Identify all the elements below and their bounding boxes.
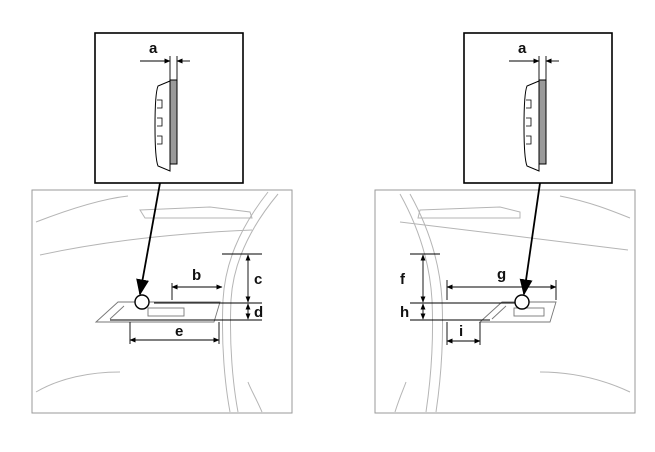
left-leader-arrow (136, 182, 161, 296)
left-adhesive-layer (169, 79, 178, 165)
right-view: a f h g i (374, 32, 636, 414)
right-label-i: i (459, 323, 463, 340)
right-body-lines (394, 193, 631, 413)
left-label-b: b (192, 267, 201, 284)
right-label-h: h (400, 304, 409, 321)
right-dimensions: f h g i (400, 253, 557, 345)
left-emblem (94, 294, 221, 323)
left-emblem-cross-section: a (140, 40, 190, 172)
left-detail-circle (134, 294, 150, 310)
right-label-a: a (518, 40, 527, 57)
left-label-d: d (254, 304, 263, 321)
right-emblem-cross-section: a (509, 40, 559, 172)
left-view: a b c d e (31, 32, 293, 414)
right-body-panel (374, 189, 636, 414)
left-label-e: e (175, 323, 183, 340)
left-body-lines (35, 191, 279, 413)
right-label-f: f (400, 271, 406, 288)
right-adhesive-layer (538, 79, 547, 165)
right-emblem (478, 294, 557, 323)
right-leader-arrow (519, 182, 541, 296)
right-detail-circle (514, 294, 530, 310)
left-label-c: c (254, 271, 262, 288)
left-dimensions: b c d e (110, 253, 263, 344)
left-body-panel (31, 189, 293, 414)
right-label-g: g (497, 266, 506, 283)
left-label-a: a (149, 40, 158, 57)
